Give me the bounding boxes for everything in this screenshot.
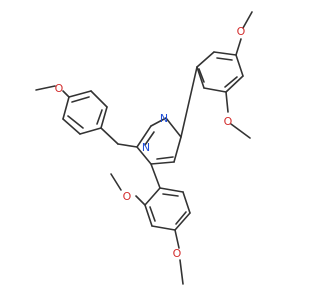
bond (180, 66, 198, 138)
bond (225, 75, 244, 93)
bond (162, 193, 179, 197)
bond (235, 38, 242, 56)
bond (62, 118, 81, 135)
bond (144, 131, 155, 146)
bond (100, 127, 119, 145)
oxygen-bottom-label: O (173, 247, 182, 260)
molecule-structure: O O O N N O O (35, 11, 253, 285)
bond (62, 96, 70, 120)
bond (225, 91, 229, 113)
bond (136, 146, 152, 165)
bond (198, 68, 205, 83)
bond (213, 51, 237, 56)
bond (67, 115, 84, 129)
ring-lower-left (110, 163, 191, 285)
bond (159, 187, 184, 193)
bond (150, 117, 167, 127)
bond (165, 117, 182, 138)
bond (224, 76, 238, 88)
bond (173, 136, 182, 163)
bond (230, 123, 251, 139)
bond (216, 57, 233, 61)
nitrogen-1-label: N (142, 141, 150, 154)
bond (203, 87, 227, 93)
ring-top-right (196, 11, 253, 139)
oxygen-top-right-label: O (237, 25, 246, 38)
bond (175, 211, 187, 225)
nitrogen-2-label: N (160, 112, 168, 125)
bond (174, 229, 180, 249)
bond (96, 109, 103, 125)
bond (71, 96, 90, 103)
bond (110, 173, 122, 191)
bond (179, 259, 184, 285)
bond (235, 54, 244, 77)
bond (151, 225, 176, 231)
bond (242, 11, 253, 29)
bond (182, 191, 191, 214)
bond (90, 90, 108, 108)
bond (135, 195, 146, 206)
bond (136, 125, 152, 148)
bond (68, 90, 92, 98)
bond (196, 51, 215, 68)
bond (196, 66, 205, 89)
bond (144, 204, 153, 227)
bond (100, 106, 108, 129)
bond (35, 85, 56, 91)
benzyl-group (35, 85, 138, 148)
pyrazole-ring (136, 66, 198, 165)
oxygen-left-top-label: O (55, 82, 64, 95)
bond (79, 127, 102, 135)
bond (149, 206, 156, 222)
bond (62, 90, 70, 98)
oxygen-lower-left-label: O (123, 190, 132, 203)
bond (156, 156, 174, 160)
bond (150, 161, 175, 165)
bond (117, 143, 138, 148)
oxygen-right-mid-label: O (224, 115, 233, 128)
bond (174, 212, 191, 231)
bond (144, 187, 161, 206)
molecule-diagram: O O O N N O O (35, 11, 253, 285)
bond (150, 163, 161, 189)
